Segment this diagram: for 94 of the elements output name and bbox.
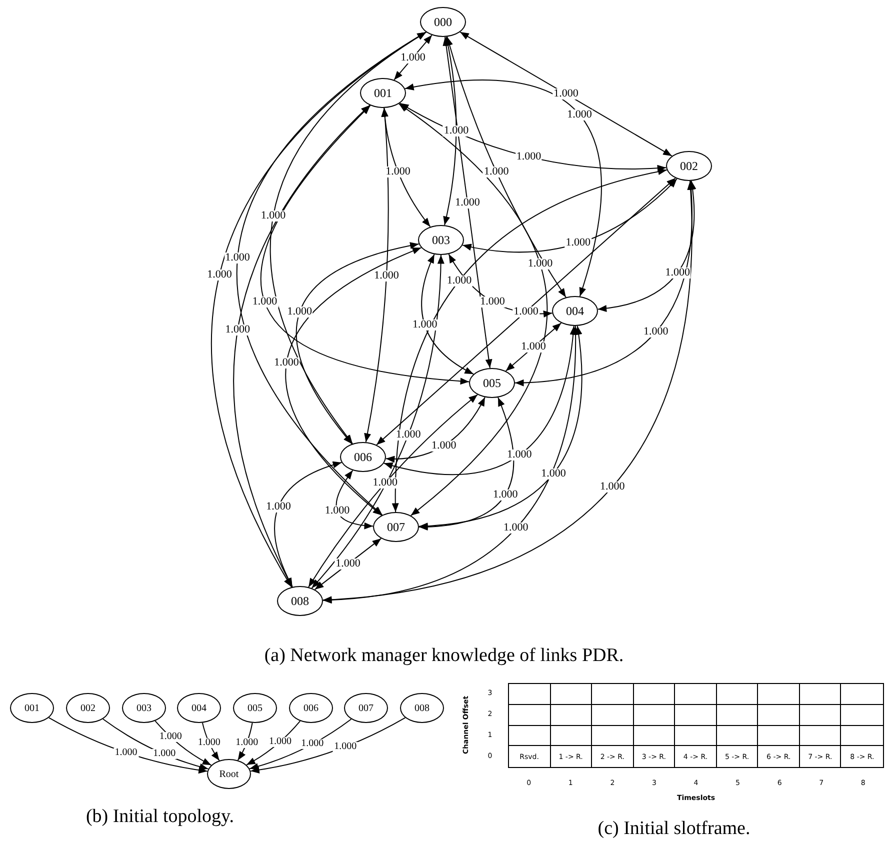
edge-label: 1.000 <box>598 481 626 492</box>
edge-label: 1.000 <box>114 748 138 758</box>
node-ellipse: 003 <box>122 693 166 723</box>
node-ellipse: 003 <box>418 225 464 255</box>
edge-label: 1.000 <box>224 252 251 264</box>
arrow <box>296 242 420 444</box>
node-ellipse: 005 <box>233 693 277 723</box>
node-ellipse: 002 <box>666 151 712 181</box>
edge-label: 1.000 <box>552 88 580 100</box>
arrow <box>376 178 676 446</box>
arrow <box>418 396 514 530</box>
figure-caption: (a) Network manager knowledge of links PDR. <box>264 645 624 667</box>
edge-label: 1.000 <box>412 320 438 331</box>
arrow <box>237 32 426 516</box>
arrow <box>364 107 389 443</box>
edge-label: 1.000 <box>454 197 481 208</box>
edge-label: 1.000 <box>520 342 547 352</box>
arrow <box>322 326 579 604</box>
arrow <box>460 32 672 156</box>
edge-label: 1.000 <box>483 166 510 178</box>
edge-label: 1.000 <box>206 269 233 280</box>
arrow <box>322 180 694 603</box>
edge-label: 1.000 <box>446 275 473 286</box>
node-ellipse: 004 <box>177 693 221 723</box>
edge-label: 1.000 <box>372 478 399 489</box>
arrow <box>404 80 602 297</box>
edge-label: 1.000 <box>400 52 426 63</box>
edge-label: 1.000 <box>526 258 554 270</box>
figure-caption: (c) Initial slotframe. <box>598 818 750 840</box>
figure-caption: (b) Initial topology. <box>86 806 234 828</box>
arrow <box>421 254 474 375</box>
edge-label: 1.000 <box>506 450 533 461</box>
edge-label: 1.000 <box>251 296 278 308</box>
edge-label: 1.000 <box>265 501 292 512</box>
edge-label: 1.000 <box>512 306 540 317</box>
arrow <box>443 36 457 226</box>
edge-label: 1.000 <box>324 506 351 517</box>
node-ellipse: Root <box>207 759 251 789</box>
node-ellipse: 000 <box>420 7 466 37</box>
edge-label: 1.000 <box>234 738 260 748</box>
edge-label: 1.000 <box>664 267 691 278</box>
edge-label: 1.000 <box>224 324 251 336</box>
node-ellipse: 006 <box>289 693 333 723</box>
edge-label: 1.000 <box>196 738 222 748</box>
edge-label: 1.000 <box>442 126 470 137</box>
edge-label: 1.000 <box>300 739 325 750</box>
edge-label: 1.000 <box>268 736 292 747</box>
arrow <box>308 394 478 588</box>
edge-label: 1.000 <box>430 440 458 452</box>
arrow <box>418 325 582 530</box>
arrow <box>381 107 431 228</box>
edge-label: 1.000 <box>152 749 177 760</box>
edge-label: 1.000 <box>260 210 287 222</box>
edge-label: 1.000 <box>566 109 593 120</box>
edge-label: 1.000 <box>158 732 183 742</box>
arrow <box>336 470 374 529</box>
arrow <box>597 180 696 312</box>
arrow <box>392 168 668 512</box>
edge-label: 1.000 <box>286 306 313 318</box>
edge-label: 1.000 <box>333 742 358 752</box>
edge-label: 1.000 <box>273 358 300 369</box>
arrow <box>514 180 694 386</box>
edge-label: 1.000 <box>373 270 400 282</box>
arrow <box>274 462 342 588</box>
arrow <box>398 103 548 516</box>
edge-label: 1.000 <box>479 296 506 308</box>
arrow <box>286 247 422 516</box>
edge-label: 1.000 <box>384 166 412 178</box>
node-ellipse: 007 <box>373 512 419 542</box>
edge-label: 1.000 <box>334 558 362 570</box>
edge-label: 1.000 <box>502 522 530 534</box>
node-ellipse: 004 <box>552 296 598 326</box>
node-ellipse: 001 <box>10 693 54 723</box>
edge-label: 1.000 <box>564 238 592 249</box>
arrow <box>233 104 370 588</box>
node-ellipse: 002 <box>66 693 110 723</box>
node-ellipse: 006 <box>340 442 386 472</box>
node-ellipse: 001 <box>360 78 406 108</box>
arrow <box>212 32 427 588</box>
edge-label: 1.000 <box>515 151 542 162</box>
node-ellipse: 008 <box>400 693 444 723</box>
arrow <box>383 325 576 475</box>
edge-label: 1.000 <box>492 489 519 500</box>
edge-label: 1.000 <box>540 468 567 480</box>
edge-label: 1.000 <box>642 326 670 338</box>
arrow <box>442 36 492 369</box>
node-ellipse: 005 <box>469 368 515 398</box>
node-ellipse: 008 <box>277 586 323 616</box>
node-ellipse: 007 <box>344 693 388 723</box>
arrow <box>270 32 427 444</box>
arrow <box>446 36 566 298</box>
arrow <box>260 105 470 384</box>
edge-label: 1.000 <box>394 429 422 440</box>
arrow <box>311 254 444 589</box>
